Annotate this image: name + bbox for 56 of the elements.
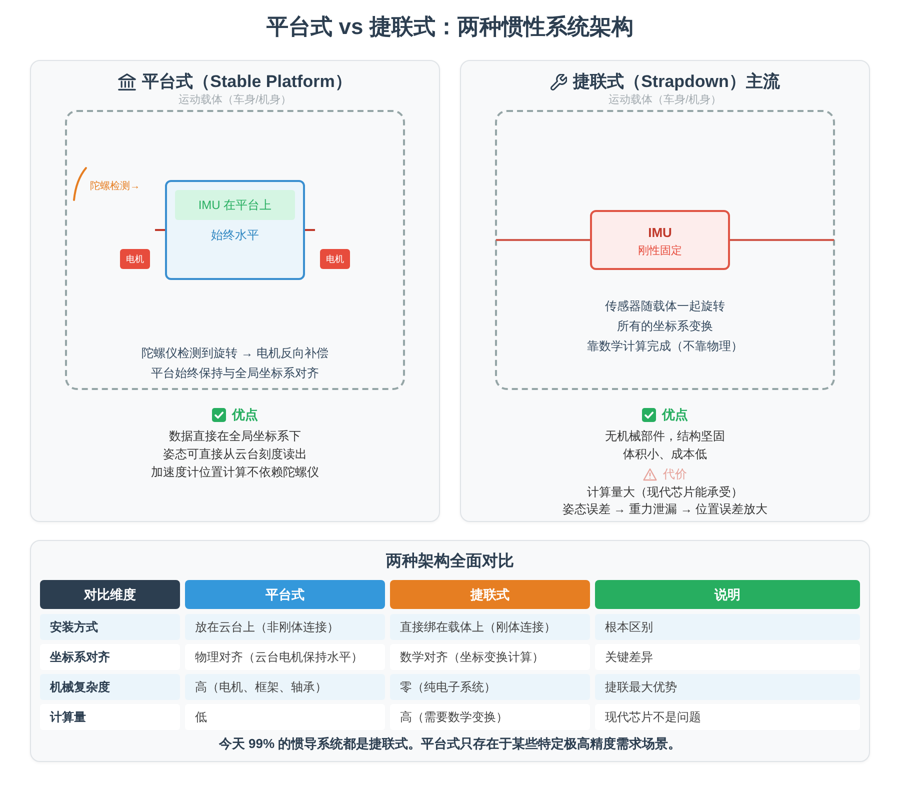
panel (30, 540, 870, 762)
section-heading: 优点 (662, 406, 688, 424)
panel-heading: 捷联式（Strapdown）主流 (573, 71, 780, 93)
header-cell: 说明 (595, 580, 860, 609)
imu-box: IMU 在平台上 (175, 190, 295, 220)
list-item: 姿态可直接从云台刻度读出 (163, 447, 307, 462)
connector-line (730, 239, 834, 241)
table-cell: 高（需要数学变换） (390, 704, 590, 730)
table-cell: 数学对齐（坐标变换计算） (390, 644, 590, 670)
table-cell: 安装方式 (40, 614, 180, 640)
box-subtitle: 刚性固定 (638, 244, 682, 258)
table-cell: 物理对齐（云台电机保持水平） (185, 644, 385, 670)
motor-box: 电机 (320, 249, 350, 269)
table-cell: 机械复杂度 (40, 674, 180, 700)
frame-caption: 运动载体（车身/机身） (608, 94, 722, 108)
table-cell: 计算量 (40, 704, 180, 730)
table-cell: 放在云台上（非刚体连接） (185, 614, 385, 640)
table-cell: 现代芯片不是问题 (595, 704, 860, 730)
description-text: 传感器随载体一起旋转 (605, 298, 725, 314)
table-cell: 直接绑在载体上（刚体连接） (390, 614, 590, 640)
platform-box (165, 180, 305, 280)
table-cell: 根本区别 (595, 614, 860, 640)
table-cell: 高（电机、框架、轴承） (185, 674, 385, 700)
section-heading: 代价 (663, 467, 687, 482)
table-cell: 关键差异 (595, 644, 860, 670)
box-title: IMU (648, 224, 672, 242)
header-cell: 捷联式 (390, 580, 590, 609)
frame-caption: 运动载体（车身/机身） (178, 94, 292, 108)
table-cell: 零（纯电子系统） (390, 674, 590, 700)
table-title: 两种架构全面对比 (386, 552, 514, 572)
imu-box (590, 210, 730, 270)
list-item: 体积小、成本低 (623, 447, 707, 462)
list-item: 姿态误差 → 重力泄漏 → 位置误差放大 (562, 502, 768, 517)
section-heading: 优点 (232, 406, 258, 424)
connector-line (496, 239, 590, 241)
panel (30, 60, 440, 522)
panel (460, 60, 870, 522)
description-text: 陀螺仪检测到旋转 → 电机反向补偿 (142, 346, 328, 360)
panel-heading: 平台式（Stable Platform） (142, 71, 352, 93)
description-text: 平台始终保持与全局坐标系对齐 (151, 366, 319, 380)
table-cell: 捷联最大优势 (595, 674, 860, 700)
header-cell: 对比维度 (40, 580, 180, 609)
table-cell: 低 (185, 704, 385, 730)
motor-box: 电机 (120, 249, 150, 269)
table-cell: 坐标系对齐 (40, 644, 180, 670)
box-text: 始终水平 (211, 228, 259, 243)
description-text: 靠数学计算完成（不靠物理） (587, 338, 743, 354)
list-item: 数据直接在全局坐标系下 (169, 429, 301, 444)
description-text: 所有的坐标系变换 (617, 318, 713, 334)
list-item: 无机械部件，结构坚固 (605, 429, 725, 444)
rotation-label: 陀螺检测→ (90, 180, 140, 194)
header-cell: 平台式 (185, 580, 385, 609)
list-item: 计算量大（现代芯片能承受） (587, 485, 743, 500)
summary-text: 今天 99% 的惯导系统都是捷联式。平台式只存在于某些特定极高精度需求场景。 (218, 736, 682, 752)
list-item: 加速度计位置计算不依赖陀螺仪 (151, 465, 319, 480)
page-title: 平台式 vs 捷联式：两种惯性系统架构 (266, 13, 634, 41)
